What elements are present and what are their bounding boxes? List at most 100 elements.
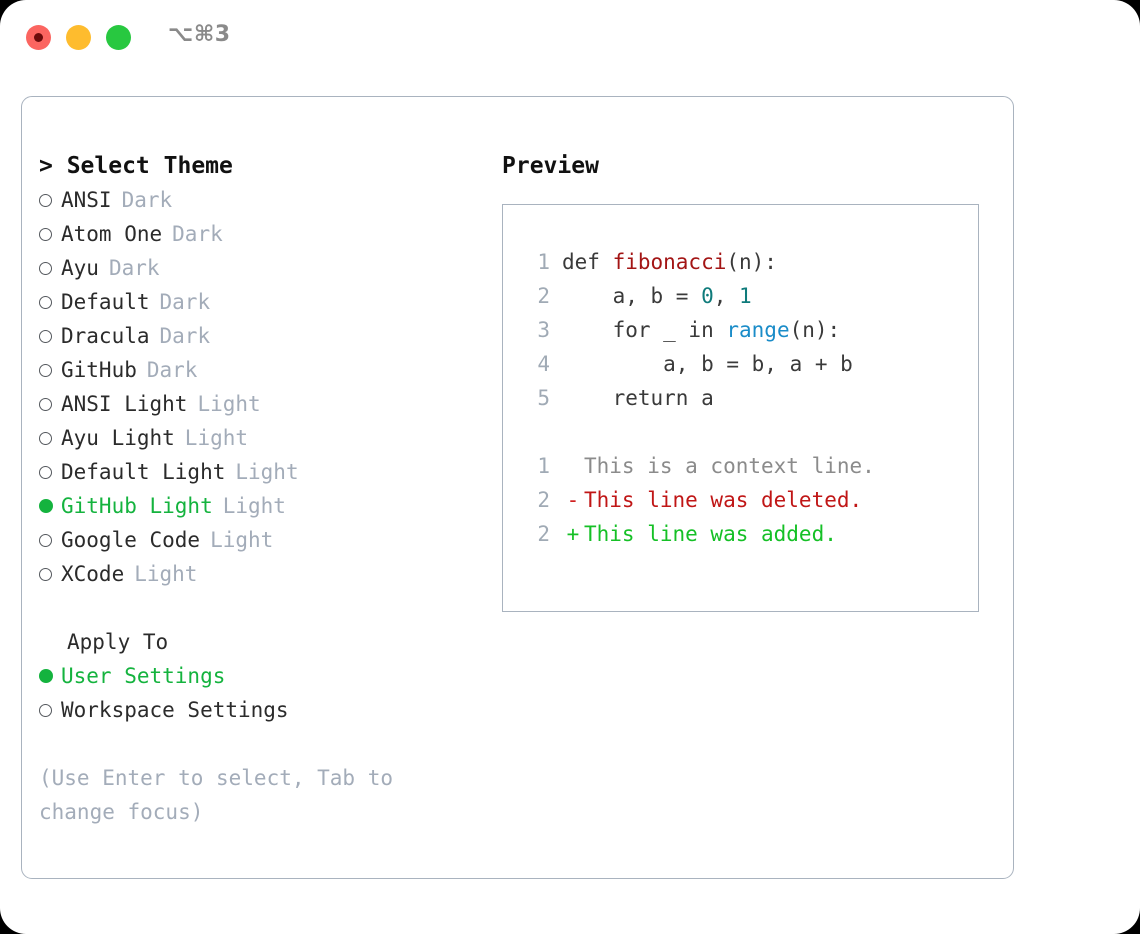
title-bar: ⌥⌘3 <box>0 0 1140 78</box>
code-token-plain: , <box>713 284 740 308</box>
radio-unselected-icon <box>39 693 61 727</box>
code-token-plain: return a <box>562 386 714 410</box>
code-line-content: return a <box>562 381 714 415</box>
theme-option-ansi-light[interactable]: ANSI Light Light <box>39 387 489 421</box>
radio-selected-icon <box>39 659 61 693</box>
apply-to-option-label: Workspace Settings <box>61 698 289 722</box>
diff-line-number: 2 <box>537 522 550 546</box>
radio-unselected-icon <box>39 251 61 285</box>
radio-unselected-icon <box>39 319 61 353</box>
theme-option-label: GitHub <box>61 358 137 382</box>
theme-variant-badge: Dark <box>108 256 160 280</box>
code-diff-spacer <box>522 415 978 449</box>
code-line: 3 for _ in range(n): <box>522 313 978 347</box>
theme-variant-badge: Dark <box>159 324 211 348</box>
theme-option-xcode[interactable]: XCode Light <box>39 557 489 591</box>
keyboard-hint-text: (Use Enter to select, Tab to change focu… <box>39 766 406 824</box>
code-line-number: 3 <box>537 318 550 342</box>
theme-option-label: Default <box>61 290 150 314</box>
theme-option-dracula[interactable]: Dracula Dark <box>39 319 489 353</box>
theme-variant-badge: Light <box>197 392 261 416</box>
radio-mark <box>39 465 52 479</box>
apply-to-option-workspace-settings[interactable]: Workspace Settings <box>39 693 489 727</box>
code-line-content: a, b = 0, 1 <box>562 279 752 313</box>
diff-line-number: 1 <box>537 454 550 478</box>
maximize-button-icon[interactable] <box>106 25 131 50</box>
theme-option-label: Ayu Light <box>61 426 175 450</box>
radio-mark <box>39 567 52 581</box>
apply-to-heading: Apply To <box>67 630 169 654</box>
radio-unselected-icon <box>39 387 61 421</box>
radio-unselected-icon <box>39 523 61 557</box>
radio-mark <box>39 227 52 241</box>
theme-option-ansi[interactable]: ANSI Dark <box>39 183 489 217</box>
code-token-plain: a, b = <box>562 284 702 308</box>
theme-variant-badge: Light <box>235 460 299 484</box>
theme-option-label: Default Light <box>61 460 226 484</box>
radio-unselected-icon <box>39 557 61 591</box>
theme-variant-badge: Dark <box>146 358 198 382</box>
theme-option-atom-one[interactable]: Atom One Dark <box>39 217 489 251</box>
code-line-number: 5 <box>537 386 550 410</box>
code-token-plain: (n): <box>726 250 777 274</box>
radio-unselected-icon <box>39 421 61 455</box>
diff-line-ctx: 1 This is a context line. <box>522 449 978 483</box>
code-token-call: range <box>726 318 790 342</box>
apply-to-option-label: User Settings <box>61 664 226 688</box>
keyboard-shortcut-label: ⌥⌘3 <box>168 22 231 47</box>
theme-option-label: Dracula <box>61 324 150 348</box>
radio-mark <box>39 499 53 513</box>
close-button-icon[interactable] <box>26 25 51 50</box>
section-spacer <box>39 591 489 625</box>
radio-unselected-icon <box>39 353 61 387</box>
code-line-content: a, b = b, a + b <box>562 347 853 381</box>
minimize-button-icon[interactable] <box>66 25 91 50</box>
diff-line-text: This is a context line. <box>584 454 875 478</box>
radio-mark <box>39 669 53 683</box>
theme-option-label: ANSI Light <box>61 392 188 416</box>
theme-option-label: Ayu <box>61 256 99 280</box>
radio-mark <box>39 363 52 377</box>
theme-option-label: ANSI <box>61 188 112 212</box>
radio-mark <box>39 703 52 717</box>
theme-option-label: Google Code <box>61 528 201 552</box>
apply-to-option-user-settings[interactable]: User Settings <box>39 659 489 693</box>
diff-line-text: This line was deleted. <box>584 488 863 512</box>
theme-option-default[interactable]: Default Dark <box>39 285 489 319</box>
theme-option-label: XCode <box>61 562 125 586</box>
diff-line-text: This line was added. <box>584 522 837 546</box>
code-line-number: 1 <box>537 250 550 274</box>
theme-option-ayu-light[interactable]: Ayu Light Light <box>39 421 489 455</box>
theme-option-github[interactable]: GitHub Dark <box>39 353 489 387</box>
theme-variant-badge: Dark <box>159 290 211 314</box>
radio-mark <box>39 261 52 275</box>
code-line: 2 a, b = 0, 1 <box>522 279 978 313</box>
diff-marker: - <box>566 488 580 512</box>
radio-mark <box>39 193 52 207</box>
theme-option-ayu[interactable]: Ayu Dark <box>39 251 489 285</box>
radio-unselected-icon <box>39 285 61 319</box>
diff-marker: + <box>566 522 580 546</box>
code-token-plain: for _ in <box>562 318 727 342</box>
theme-variant-badge: Light <box>134 562 198 586</box>
window-controls <box>26 25 131 50</box>
theme-variant-badge: Dark <box>172 222 223 246</box>
theme-variant-badge: Dark <box>121 188 173 212</box>
code-line-number: 4 <box>537 352 550 376</box>
radio-unselected-icon <box>39 217 61 251</box>
select-theme-heading: > Select Theme <box>39 153 233 179</box>
code-line: 5 return a <box>522 381 978 415</box>
theme-variant-badge: Light <box>184 426 249 450</box>
diff-line-number: 2 <box>537 488 550 512</box>
theme-option-default-light[interactable]: Default Light Light <box>39 455 489 489</box>
theme-option-label: Atom One <box>61 222 163 246</box>
radio-selected-icon <box>39 489 61 523</box>
